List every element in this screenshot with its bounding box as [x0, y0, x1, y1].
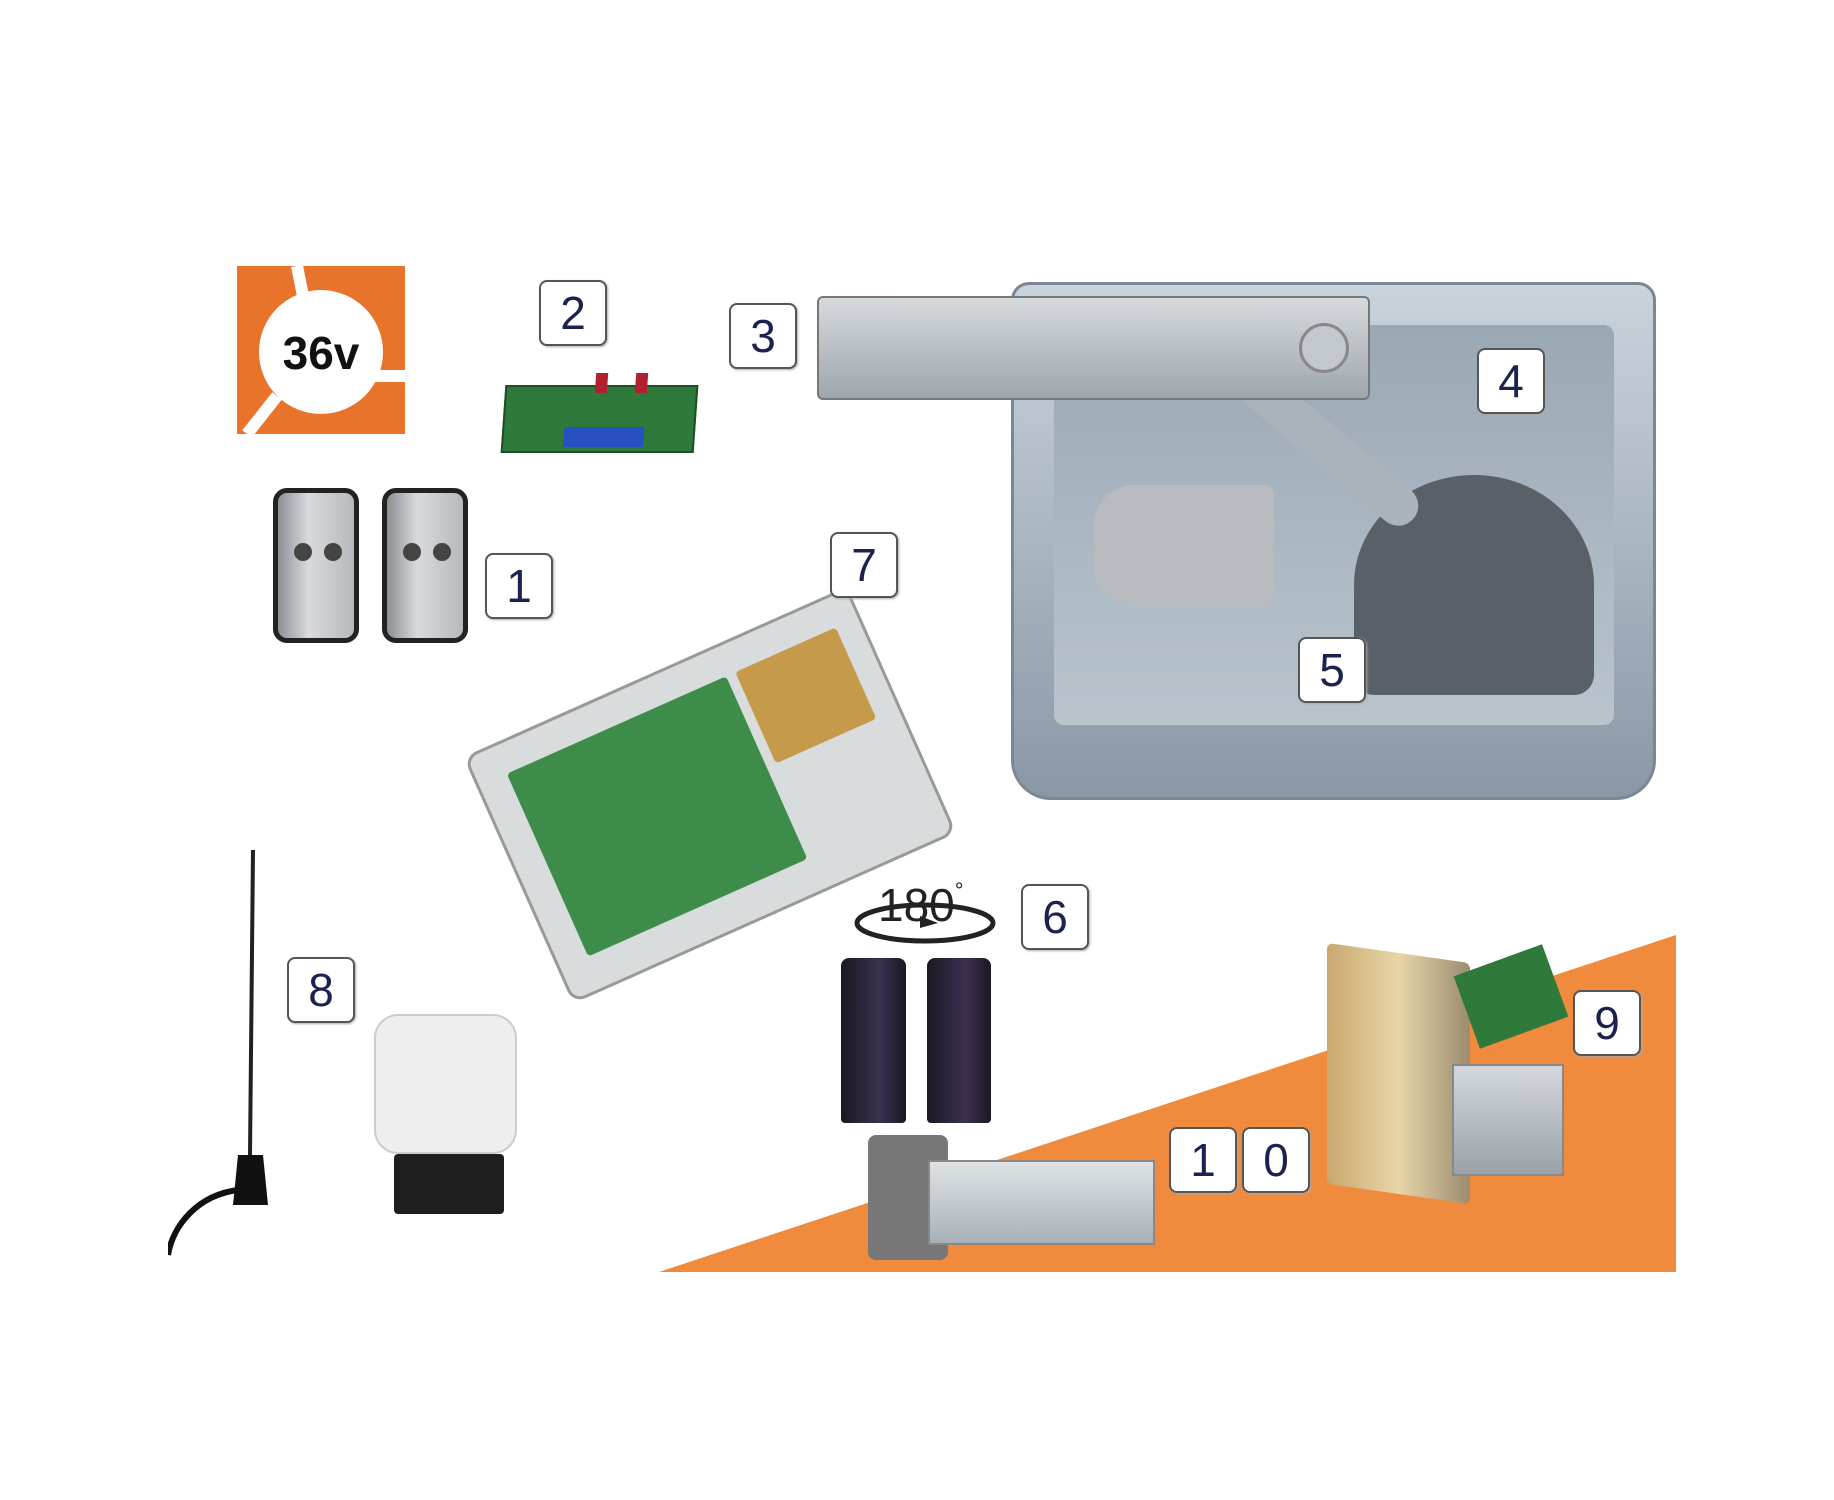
- label-9: 9: [1573, 990, 1641, 1056]
- receiver-board: [500, 373, 699, 453]
- label-5: 5: [1298, 637, 1366, 703]
- photocell: [841, 958, 906, 1123]
- remote-control: [382, 488, 468, 643]
- rotation-180-icon: 180°: [850, 878, 1000, 958]
- power-supply: [1452, 1064, 1564, 1176]
- label-3: 3: [729, 303, 797, 369]
- mechanical-stop-lock: [868, 1135, 1155, 1260]
- photocell: [927, 958, 991, 1123]
- label-6: 6: [1021, 884, 1089, 950]
- electric-lock: [1327, 942, 1470, 1205]
- rotation-value: 180: [878, 879, 955, 931]
- label-10-digit-0: 0: [1242, 1127, 1310, 1193]
- label-4: 4: [1477, 348, 1545, 414]
- antenna: [168, 849, 268, 1256]
- electric-motor: [1094, 485, 1274, 605]
- lever-arm: [817, 296, 1370, 400]
- label-7: 7: [830, 532, 898, 598]
- label-10-digit-1: 1: [1169, 1127, 1237, 1193]
- label-2: 2: [539, 280, 607, 346]
- label-1: 1: [485, 553, 553, 619]
- flashing-lamp: [374, 1014, 517, 1217]
- label-8: 8: [287, 957, 355, 1023]
- remote-control: [273, 488, 359, 643]
- rotation-unit: °: [954, 878, 964, 903]
- voltage-logo: 36v: [237, 264, 405, 438]
- logo-text: 36v: [282, 327, 360, 379]
- transformer: [735, 627, 877, 764]
